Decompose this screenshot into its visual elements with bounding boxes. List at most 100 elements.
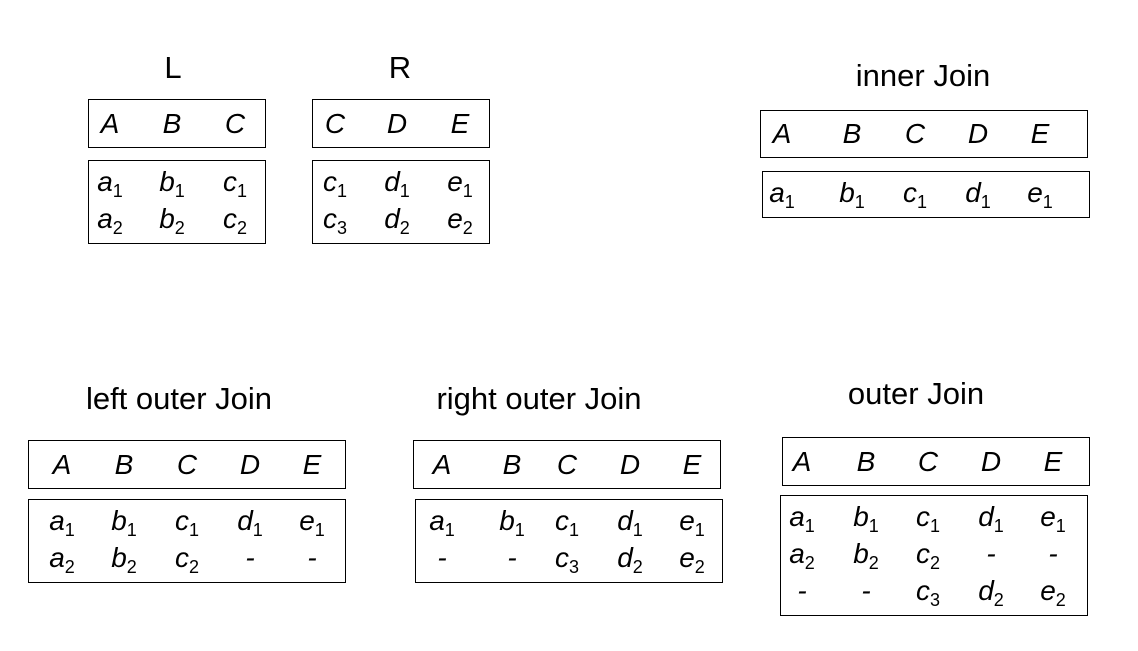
left-outer-join-header-b: B: [114, 448, 134, 480]
left-outer-join-cell: c1: [174, 504, 199, 539]
right-outer-join-cell-value: c: [554, 541, 569, 573]
inner-join-cell: b1: [839, 176, 865, 211]
R-cell: d1: [384, 165, 410, 200]
right-outer-join-cell-value: c: [554, 504, 569, 536]
outer-join-body-box: [780, 495, 1088, 616]
outer-join-cell: -: [986, 537, 996, 569]
right-outer-join-title: right outer Join: [436, 381, 642, 416]
right-outer-join-header-a: A: [432, 448, 452, 480]
left-outer-join-cell-value: b: [111, 504, 127, 536]
R-header-box: [312, 99, 490, 148]
outer-join-cell-subscript: 2: [993, 589, 1004, 610]
outer-join-cell: e2: [1040, 574, 1066, 609]
outer-join-cell-value: -: [861, 574, 871, 606]
left-outer-join-body-box: [28, 499, 346, 583]
left-outer-join-header-e: E: [302, 448, 322, 480]
R-cell: c1: [322, 165, 347, 200]
outer-join-cell: c2: [915, 537, 940, 572]
outer-join-cell-subscript: 2: [804, 552, 815, 573]
outer-join-cell-value: e: [1040, 574, 1056, 606]
L-cell-value: a: [97, 202, 113, 234]
L-body-box: [88, 160, 266, 244]
right-outer-join-header-box: [413, 440, 721, 489]
right-outer-join-cell-value: a: [429, 504, 445, 536]
L-header-c: C: [224, 107, 246, 139]
left-outer-join-cell: a2: [49, 543, 75, 576]
right-outer-join-cell-subscript: 2: [632, 556, 643, 577]
inner-join-cell-subscript: 1: [916, 191, 928, 212]
inner-join-cell-value: e: [1027, 176, 1043, 208]
right-outer-join-cell-subscript: 1: [444, 519, 455, 540]
outer-join-cell-value: c: [915, 537, 930, 569]
left-outer-join-header-box: [28, 440, 346, 489]
outer-join-header-b: B: [856, 445, 876, 477]
outer-join-cell-value: -: [1048, 537, 1058, 569]
R-title: R: [388, 50, 412, 85]
inner-join-header-c: C: [904, 118, 926, 149]
R-cell-value: e: [447, 165, 463, 197]
L-cell-subscript: 1: [174, 180, 185, 201]
inner-join-header-e: E: [1030, 118, 1050, 149]
left-outer-join-cell-value: c: [174, 541, 189, 573]
L-cell-value: b: [159, 165, 175, 197]
outer-join-cell-subscript: 1: [1055, 515, 1066, 536]
left-outer-join-cell-value: b: [111, 541, 127, 573]
outer-join-cell-subscript: 1: [929, 515, 941, 536]
right-outer-join-cell: -: [437, 541, 447, 573]
right-outer-join-header-c: C: [556, 448, 578, 480]
outer-join-cell: -: [1048, 537, 1058, 569]
right-outer-join-cell-value: e: [679, 541, 695, 573]
outer-join-cell: c3: [916, 576, 940, 609]
right-outer-join-cell-subscript: 2: [694, 556, 705, 577]
R-cell-value: e: [447, 202, 463, 234]
outer-join-cell-value: -: [986, 537, 996, 569]
outer-join-title: outer Join: [847, 376, 985, 411]
L-cell: a1: [97, 167, 123, 200]
right-outer-join-cell-value: -: [437, 541, 447, 573]
left-outer-join-cell-subscript: 2: [64, 556, 75, 577]
left-outer-join-cell-value: a: [49, 504, 65, 536]
left-outer-join-cell-value: c: [174, 504, 189, 536]
R-cell-value: d: [384, 202, 400, 234]
inner-join-cell-value: a: [769, 176, 785, 208]
right-outer-join-cell-subscript: 1: [514, 519, 525, 540]
right-outer-join-header-e: E: [682, 448, 702, 480]
right-outer-join-body-box: [415, 499, 723, 583]
right-outer-join-header-b: B: [502, 448, 522, 480]
left-outer-join-cell-subscript: 1: [252, 519, 263, 540]
inner-join-cell-value: b: [839, 176, 855, 208]
outer-join-header-c: C: [917, 445, 939, 477]
L-title: L: [164, 50, 182, 85]
inner-join-header-d: D: [967, 118, 989, 149]
R-cell-value: d: [384, 165, 400, 197]
outer-join-cell-value: d: [978, 500, 994, 532]
outer-join-cell-subscript: 2: [929, 552, 941, 573]
right-outer-join-cell: c1: [554, 504, 579, 539]
outer-join-cell-value: b: [853, 500, 869, 532]
R-body-box: [312, 160, 490, 244]
right-outer-join-cell-subscript: 1: [694, 519, 705, 540]
R-cell: c3: [323, 204, 347, 237]
R-header-e: E: [450, 107, 470, 139]
L-cell: c1: [223, 167, 247, 200]
R-cell-value: c: [322, 165, 337, 197]
right-outer-join-cell-value: -: [507, 541, 517, 573]
left-outer-join-cell-subscript: 2: [126, 556, 137, 577]
left-outer-join-cell: a1: [49, 504, 75, 539]
L-cell-value: b: [159, 202, 175, 234]
R-cell-subscript: 2: [462, 217, 473, 238]
L-cell-subscript: 1: [112, 180, 123, 201]
outer-join-cell-value: c: [915, 500, 930, 532]
outer-join-cell-subscript: 2: [868, 552, 879, 573]
right-outer-join-cell-value: d: [617, 541, 633, 573]
left-outer-join-cell-subscript: 1: [126, 519, 137, 540]
outer-join-cell-value: a: [789, 500, 805, 532]
left-outer-join-cell-subscript: 2: [188, 556, 200, 577]
outer-join-cell-value: a: [789, 537, 805, 569]
L-cell-value: c: [222, 202, 237, 234]
outer-join-cell: d1: [978, 500, 1004, 535]
left-outer-join-cell-subscript: 1: [64, 519, 75, 540]
right-outer-join-cell-subscript: 1: [632, 519, 643, 540]
outer-join-header-d: D: [980, 445, 1002, 477]
inner-join-cell-subscript: 1: [784, 191, 795, 212]
